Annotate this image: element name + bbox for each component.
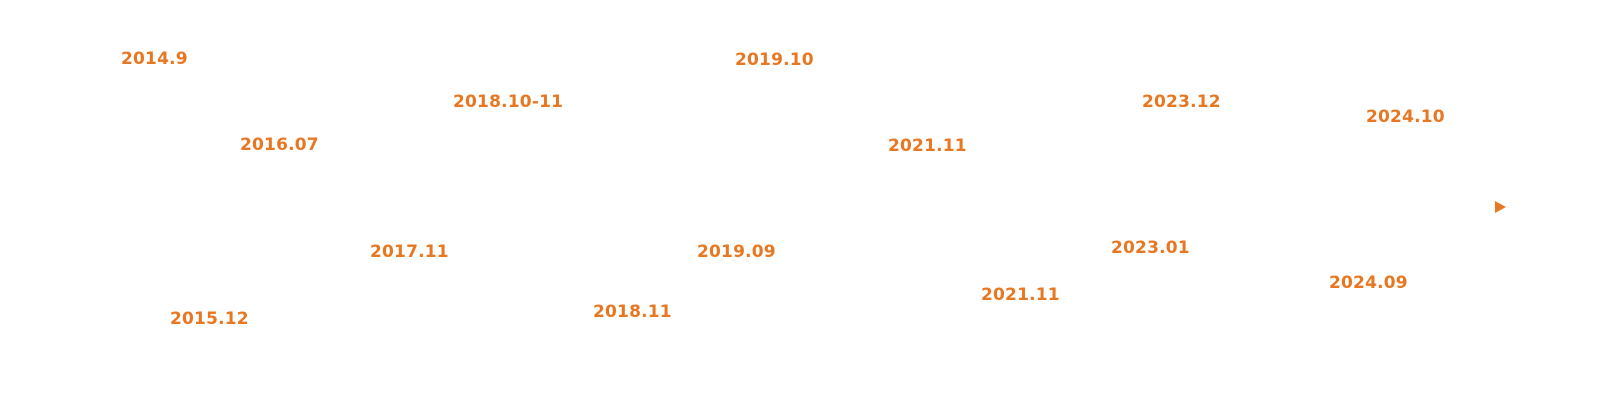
timeline-label: 2015.12 [170, 309, 249, 329]
timeline-label: 2021.11 [981, 285, 1060, 305]
timeline-label: 2018.10-11 [453, 92, 564, 112]
timeline-label: 2023.01 [1111, 238, 1190, 258]
timeline-label: 2024.09 [1329, 273, 1408, 293]
arrow-right-icon [1495, 201, 1506, 213]
timeline-label: 2023.12 [1142, 92, 1221, 112]
timeline-label: 2018.11 [593, 302, 672, 322]
timeline-label: 2016.07 [240, 135, 319, 155]
timeline-label: 2019.09 [697, 242, 776, 262]
timeline-label: 2019.10 [735, 50, 814, 70]
timeline-label: 2014.9 [121, 49, 188, 69]
timeline-label: 2021.11 [888, 136, 967, 156]
timeline-label: 2024.10 [1366, 107, 1445, 127]
timeline-label: 2017.11 [370, 242, 449, 262]
